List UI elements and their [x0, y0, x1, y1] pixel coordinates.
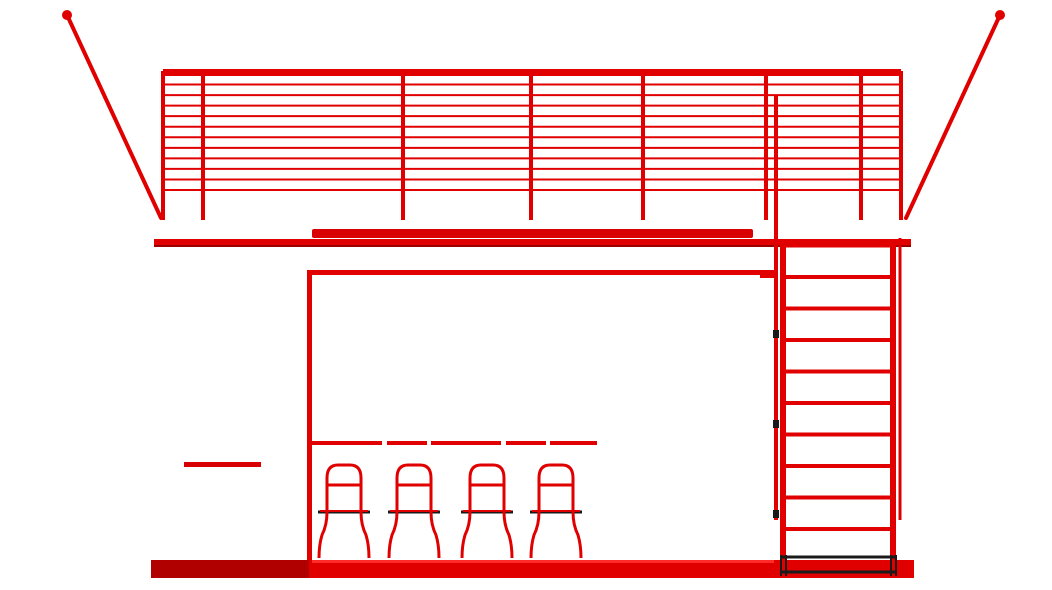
bar-stools — [317, 463, 583, 559]
right-cable-anchor — [995, 10, 1005, 20]
frame-header-step — [760, 275, 774, 278]
stool-left-leg — [387, 485, 399, 559]
bar-frame — [184, 270, 774, 562]
stool-right-leg — [502, 485, 514, 559]
floor-top-edge — [312, 560, 774, 563]
stool-left-leg — [460, 485, 472, 559]
roof-slab — [154, 239, 911, 247]
left-cable-anchor — [62, 10, 72, 20]
handrail-bracket — [773, 330, 779, 338]
stool-left-leg — [529, 485, 541, 559]
right-support-cable — [904, 13, 1002, 220]
bar-stool — [317, 463, 371, 559]
bar-stool — [529, 463, 583, 559]
stool-left-leg — [317, 485, 329, 559]
stool-backrest — [395, 463, 433, 485]
stool-backrest — [325, 463, 363, 485]
bar-stool — [387, 463, 441, 559]
handrail-bracket — [773, 420, 779, 428]
handrail-bracket — [773, 510, 779, 518]
bar-stool — [460, 463, 514, 559]
roof-beam — [312, 229, 753, 238]
stool-right-leg — [571, 485, 583, 559]
stool-backrest — [537, 463, 575, 485]
wall-shelf — [184, 462, 261, 467]
floor-shadow-left — [151, 560, 309, 578]
floor-base — [151, 560, 914, 578]
rooftop-railing — [161, 69, 903, 220]
access-ladder — [773, 96, 902, 576]
frame-left-post — [307, 270, 312, 562]
stool-right-leg — [429, 485, 441, 559]
support-cables — [62, 10, 1005, 220]
stool-right-leg — [359, 485, 371, 559]
floor-slab — [151, 560, 914, 578]
left-support-cable — [65, 13, 163, 220]
frame-header — [307, 270, 774, 275]
roof-slab-shadow — [154, 245, 911, 247]
roof-deck — [154, 229, 911, 247]
stool-backrest — [468, 463, 506, 485]
